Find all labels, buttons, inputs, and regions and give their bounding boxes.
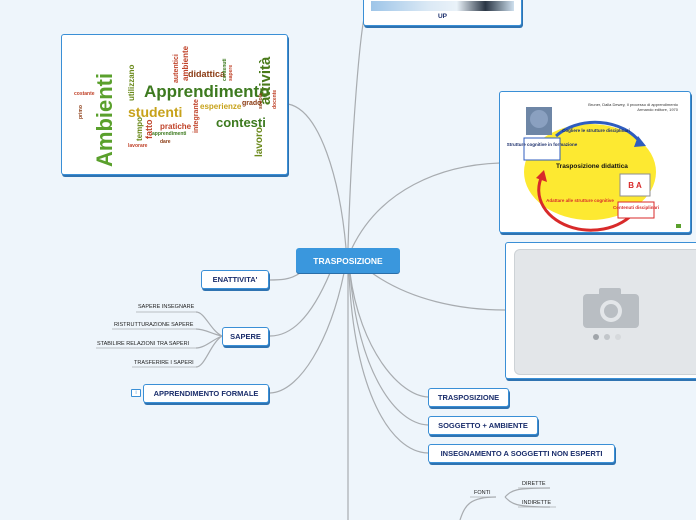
wc-word-5: didattica	[188, 69, 226, 79]
diagram-right-box: Contenuti disciplinari	[613, 205, 659, 210]
wc-word-24: docente	[272, 90, 278, 109]
wc-word-18: apprendimenti	[152, 131, 187, 137]
leaf-trasferire-saperi[interactable]: TRASFERIRE I SAPERI	[134, 360, 194, 366]
wc-word-21: contenuti	[222, 58, 228, 81]
diagram-image-node[interactable]: Bruner, Dalla Dewey, Il processo di appr…	[499, 91, 691, 233]
trasposizione-diagram: Bruner, Dalla Dewey, Il processo di appr…	[507, 102, 681, 232]
wc-word-2: studenti	[128, 104, 182, 120]
connector-sapere-1	[195, 311, 223, 337]
wc-word-0: Ambienti	[92, 73, 117, 167]
connector-insegnamento	[348, 272, 429, 454]
wc-word-16: costante	[74, 91, 95, 97]
leaf-dirette[interactable]: DIRETTE	[522, 481, 546, 487]
leaf-sapere-insegnare[interactable]: SAPERE INSEGNARE	[138, 304, 195, 310]
node-insegnamento-non-esperti[interactable]: INSEGNAMENTO A SOGGETTI NON ESPERTI	[428, 444, 615, 463]
wc-word-14: integrante	[193, 99, 200, 133]
carousel-dots[interactable]	[593, 334, 621, 340]
wc-word-19: dare	[160, 139, 171, 145]
wc-word-20: lavorare	[128, 143, 148, 149]
diagram-top-label: Cogliere le strutture disciplinari	[562, 128, 630, 133]
wc-word-12: fatto	[144, 119, 154, 139]
connector-apprendimento	[269, 272, 345, 394]
photo-placeholder-node[interactable]	[505, 242, 696, 379]
node-soggetto-ambiente[interactable]: SOGGETTO + AMBIENTE	[428, 416, 538, 435]
wc-word-4: contesti	[216, 115, 266, 130]
wordcloud-image-node[interactable]: Ambienti Apprendimento studenti attività…	[61, 34, 288, 175]
wordcloud-image: Ambienti Apprendimento studenti attività…	[74, 45, 278, 167]
wc-word-3: attività	[257, 56, 274, 105]
carousel-dot-3[interactable]	[615, 334, 621, 340]
connector-soggetto	[349, 272, 429, 426]
wc-word-6: lavoro	[254, 127, 265, 157]
wc-word-8: pratiche	[160, 122, 192, 131]
wc-word-11: utilizzano	[127, 64, 136, 101]
connector-wordcloud	[287, 103, 347, 249]
top-image-node[interactable]: UP	[363, 0, 522, 26]
camera-icon	[583, 288, 639, 328]
node-enattivita[interactable]: ENATTIVITA'	[201, 270, 269, 289]
wc-word-22: sapere	[228, 65, 234, 81]
info-icon[interactable]: i	[131, 389, 141, 397]
wc-word-17: primo	[78, 105, 84, 119]
wc-word-23: scuola	[258, 93, 264, 109]
connector-sapere	[269, 272, 331, 337]
node-sapere[interactable]: SAPERE	[222, 327, 269, 346]
leaf-ristrutturazione-sapere[interactable]: RISTRUTTURAZIONE SAPERE	[114, 322, 194, 328]
diagram-left-box: Strutture cognitive in formazione	[507, 142, 578, 147]
photo-placeholder	[514, 249, 696, 375]
diagram-header2: Armando editore, 1970	[637, 107, 678, 112]
connector-fonti	[459, 496, 497, 520]
leaf-fonti[interactable]: FONTI	[474, 490, 491, 496]
diagram-header: Bruner, Dalla Dewey, Il processo di appr…	[588, 102, 679, 107]
diagram-abc: B A	[628, 181, 642, 190]
wc-word-9: ambiente	[181, 45, 190, 81]
connector-top-image	[347, 17, 365, 249]
node-trasposizione[interactable]: TRASPOSIZIONE	[428, 388, 509, 407]
wc-word-15: grado	[242, 100, 261, 107]
leaf-indirette[interactable]: INDIRETTE	[522, 500, 552, 506]
leaf-stabilire-relazioni[interactable]: STABILIRE RELAZIONI TRA SAPERI	[97, 341, 190, 347]
wc-word-1: Apprendimento	[144, 82, 270, 101]
central-topic[interactable]: TRASPOSIZIONE	[296, 248, 400, 273]
diagram-center: Trasposizione didattica	[556, 163, 628, 170]
top-image-strip	[371, 1, 514, 11]
connector-photo	[371, 272, 506, 311]
wc-word-7: esperienze	[200, 102, 242, 111]
connector-enattivita	[268, 272, 301, 281]
diagram-bottom-label: Adattare alle strutture cognitive	[546, 198, 614, 203]
carousel-dot-1[interactable]	[593, 334, 599, 340]
connector-trasposizione	[349, 272, 429, 398]
node-apprendimento-formale[interactable]: APPRENDIMENTO FORMALE	[143, 384, 269, 403]
wc-word-10: autentici	[173, 54, 180, 83]
top-image-label: UP	[437, 13, 448, 20]
wc-word-13: tempo	[135, 117, 144, 141]
connector-diagram	[351, 162, 501, 249]
carousel-dot-2[interactable]	[604, 334, 610, 340]
